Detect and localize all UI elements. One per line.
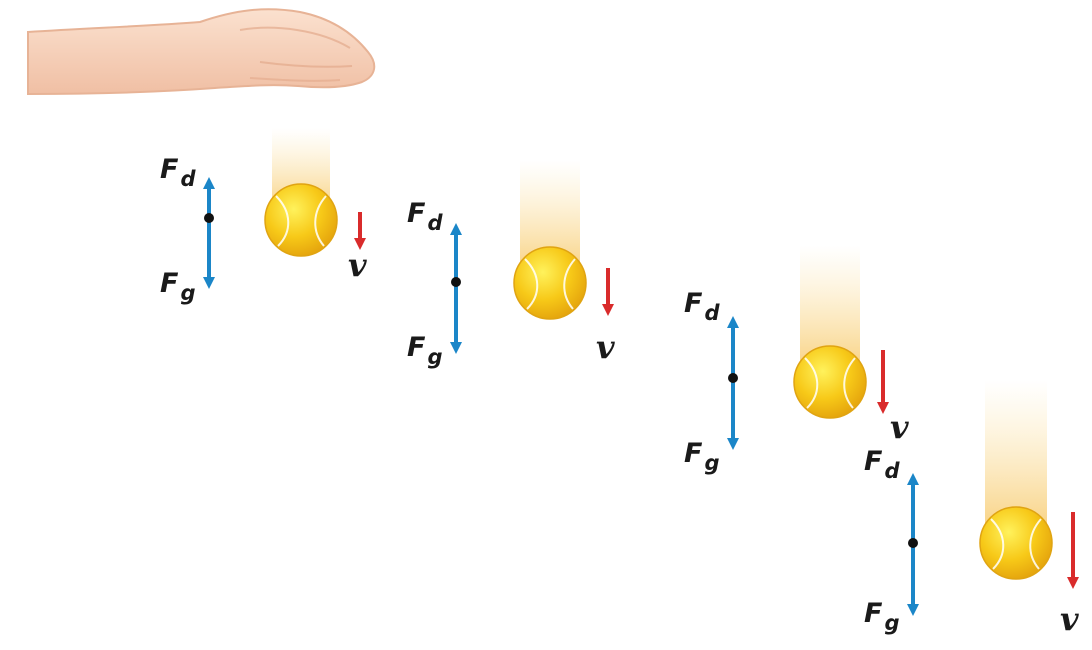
velocity-label: v bbox=[348, 246, 367, 284]
hand-icon bbox=[27, 8, 376, 96]
force-diagram-1: Fd Fg bbox=[160, 154, 215, 305]
point-particle bbox=[204, 213, 214, 223]
tennis-ball-icon bbox=[513, 246, 587, 320]
velocity-label: v bbox=[1060, 600, 1079, 638]
gravity-force-label: Fg bbox=[407, 332, 443, 369]
point-particle bbox=[728, 373, 738, 383]
drag-force-label: Fd bbox=[160, 154, 196, 191]
frame-3: Fd Fg v bbox=[684, 245, 909, 475]
velocity-label: v bbox=[890, 408, 909, 446]
gravity-force-label: Fg bbox=[160, 268, 196, 305]
velocity-label: v bbox=[596, 328, 615, 366]
drag-force-label: Fd bbox=[407, 198, 443, 235]
force-diagram-3: Fd Fg bbox=[684, 288, 739, 475]
tennis-ball-icon bbox=[264, 183, 338, 257]
force-diagram-2: Fd Fg bbox=[407, 198, 462, 369]
frame-1: Fd Fg v bbox=[160, 128, 367, 305]
point-particle bbox=[908, 538, 918, 548]
gravity-force-label: Fg bbox=[864, 598, 900, 635]
frame-2: Fd Fg v bbox=[407, 160, 615, 369]
tennis-ball-icon bbox=[979, 506, 1053, 580]
point-particle bbox=[451, 277, 461, 287]
drag-force-label: Fd bbox=[864, 446, 900, 483]
force-diagram-4: Fd Fg bbox=[864, 446, 919, 635]
frame-4: Fd Fg v bbox=[864, 380, 1079, 638]
drag-force-label: Fd bbox=[684, 288, 720, 325]
gravity-force-label: Fg bbox=[684, 438, 720, 475]
tennis-ball-icon bbox=[793, 345, 867, 419]
